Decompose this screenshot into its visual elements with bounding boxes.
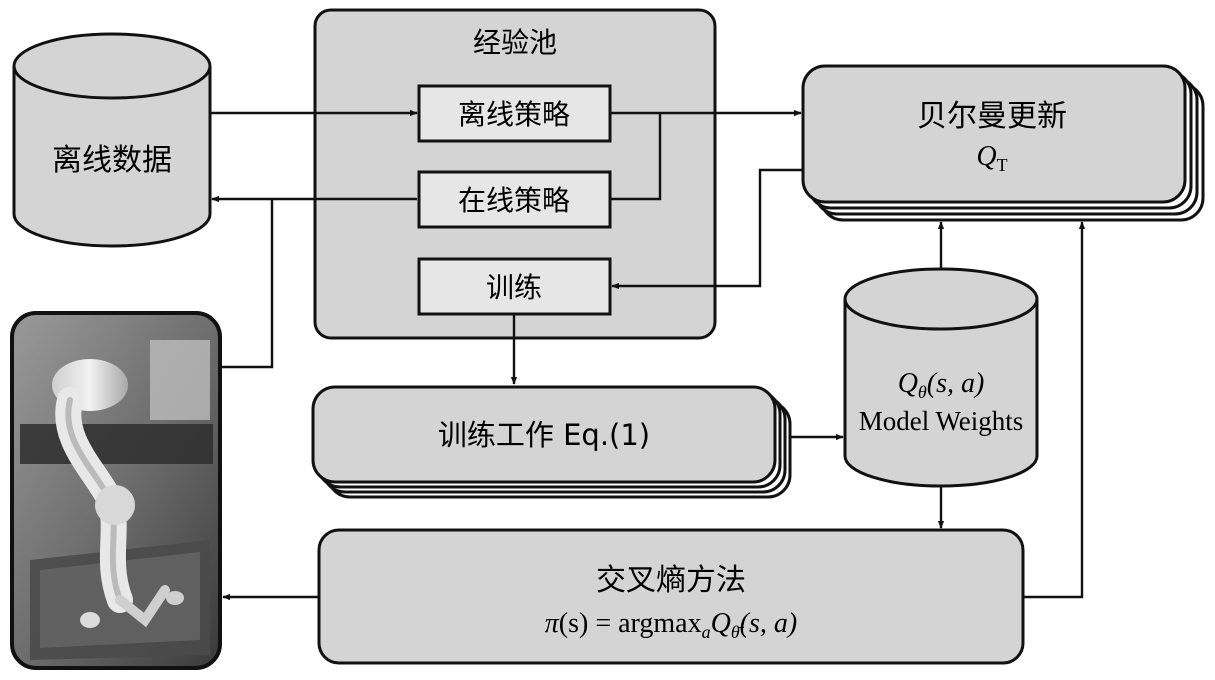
bellman-q-symbol: Q [976,141,996,172]
offline-policy-box: 离线策略 [417,84,612,143]
experience-pool-title: 经验池 [473,26,557,59]
train-label: 训练 [486,271,542,304]
cem-label: 交叉熵方法 [596,563,746,598]
cem-box: 交叉熵方法 π(s) = argmaxaQθ̄(s, a) [317,528,1025,665]
arrow-bellman-to-train [611,168,803,290]
q-theta-args: (s, a) [927,368,985,399]
experience-pool-box: 经验池 离线策略 在线策略 训练 [313,8,717,340]
connectors [210,109,1086,601]
train-box: 训练 [417,257,612,316]
robot-arm-shape [52,359,170,628]
q-theta-subscript: θ [918,382,927,402]
training-job-label: 训练工作 Eq.(1) [438,418,650,452]
offline-data-label: 离线数据 [52,143,172,178]
offline-policy-label: 离线策略 [458,98,570,131]
model-weights-label: Model Weights [859,406,1024,436]
cem-pi-args: (s) = argmax [559,608,702,639]
bellman-q-subscript: T [997,155,1008,175]
model-weights-cylinder: Qθ(s, a) Model Weights [843,267,1039,488]
model-weights-formula: Qθ(s, a) [898,368,985,402]
bellman-update-stack: 贝尔曼更新 QT [801,64,1205,222]
online-policy-label: 在线策略 [458,184,570,217]
cem-sub-a: a [702,622,711,642]
offline-data-cylinder: 离线数据 [12,32,212,248]
q-theta-symbol: Q [898,368,918,399]
robot-photo [10,311,222,670]
bellman-update-label: 贝尔曼更新 [917,99,1067,134]
cem-pi-symbol: π [545,608,560,639]
training-job-stack: 训练工作 Eq.(1) [311,385,792,499]
cem-q-symbol: Q [711,608,731,639]
line-robot-to-data [220,199,274,369]
online-policy-box: 在线策略 [417,170,612,229]
line-online-policy-merge [610,113,662,201]
cem-q-args: (s, a) [740,608,798,639]
cem-formula: π(s) = argmaxaQθ̄(s, a) [545,608,797,642]
bellman-q-formula: QT [976,141,1007,175]
arrow-cem-to-bellman [1023,221,1086,599]
